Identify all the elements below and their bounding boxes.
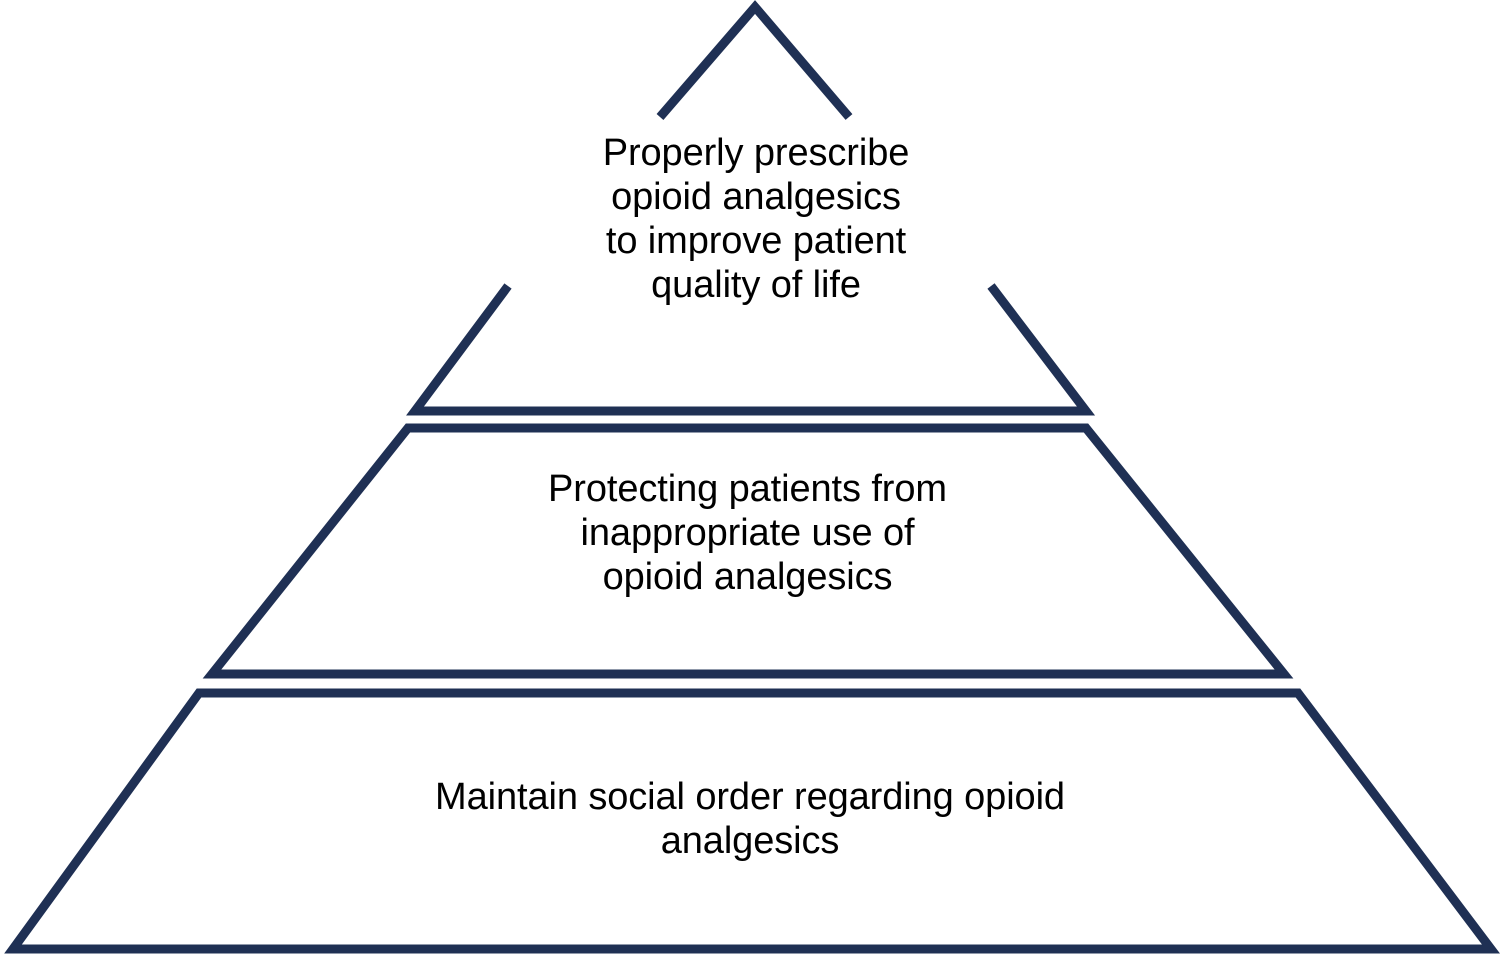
tier-1-label: Properly prescribe opioid analgesics to … — [602, 132, 910, 307]
tier-3-shape[interactable] — [4, 688, 1500, 954]
tier-1-lower-outline — [406, 283, 1096, 416]
tier-3-outline — [4, 688, 1500, 954]
tier-3-label: Maintain social order regarding opioid a… — [435, 776, 1065, 863]
tier-2-shape[interactable] — [202, 423, 1294, 679]
tier-2-label: Protecting patients from inappropriate u… — [548, 468, 947, 599]
tier-1-shape[interactable] — [406, 0, 1096, 416]
tier-1-apex-chevron — [656, 0, 853, 120]
tier-2-outline — [202, 423, 1294, 679]
